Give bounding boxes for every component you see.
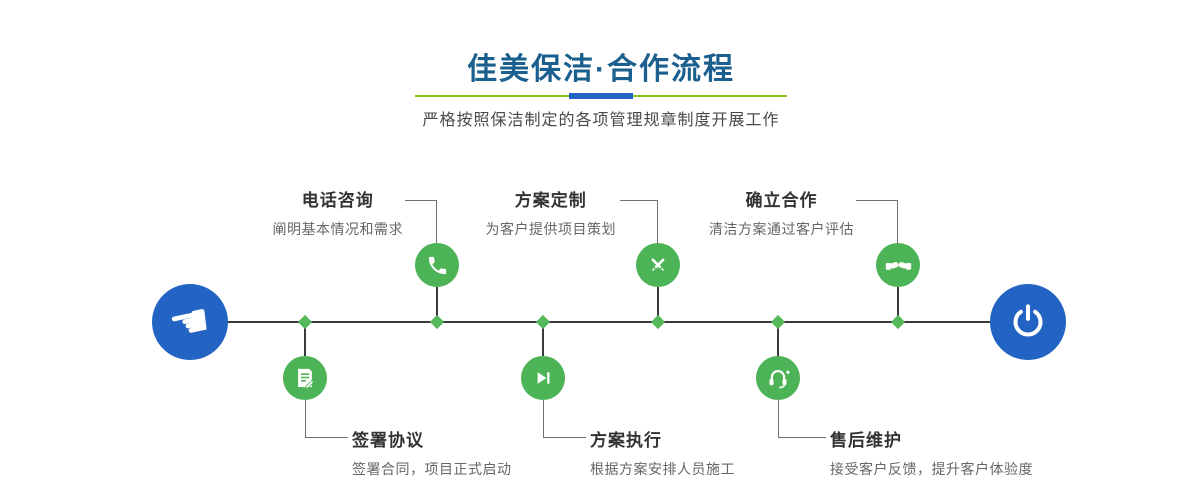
play-execute-icon (537, 372, 550, 384)
timeline-diamond (890, 314, 906, 330)
timeline-diamond (535, 314, 551, 330)
title-divider (415, 92, 787, 100)
power-icon (1013, 304, 1043, 337)
label-connector (856, 200, 898, 244)
start-node: ☚ (152, 284, 228, 360)
contract-icon (298, 368, 315, 389)
label-connector (620, 200, 658, 244)
step-after-sales: 售后维护 接受客户反馈，提升客户体验度 (830, 426, 1033, 479)
node-phone-consult (415, 243, 459, 287)
node-plan-execution (521, 356, 565, 400)
step-desc: 签署合同，项目正式启动 (352, 461, 512, 477)
step-plan-execution: 方案执行 根据方案安排人员施工 (590, 426, 735, 479)
step-desc: 接受客户反馈，提升客户体验度 (830, 461, 1033, 477)
page-subtitle: 严格按照保洁制定的各项管理规章制度开展工作 (422, 112, 780, 129)
design-pens-icon (651, 258, 665, 272)
label-connector (305, 400, 348, 438)
node-establish-cooperation (876, 243, 920, 287)
timeline-line (190, 321, 1028, 323)
label-connector (405, 200, 437, 244)
step-establish-cooperation: 确立合作 清洁方案通过客户评估 (709, 186, 854, 239)
connector-line (542, 327, 544, 356)
label-connector (543, 400, 586, 438)
divider-blue-accent (569, 93, 633, 99)
node-after-sales (756, 356, 800, 400)
step-desc: 为客户提供项目策划 (485, 221, 616, 237)
step-title: 确立合作 (745, 191, 818, 210)
connector-line (657, 287, 659, 317)
timeline-diamond (770, 314, 786, 330)
step-title: 方案定制 (514, 191, 587, 210)
step-desc: 清洁方案通过客户评估 (709, 221, 854, 237)
handshake-icon (885, 261, 911, 270)
connector-line (304, 327, 306, 356)
step-title: 电话咨询 (301, 191, 374, 210)
step-title: 签署协议 (352, 431, 424, 450)
step-desc: 阐明基本情况和需求 (272, 221, 403, 237)
step-sign-agreement: 签署协议 签署合同，项目正式启动 (352, 426, 512, 479)
page-title: 佳美保洁·合作流程 (467, 53, 735, 86)
connector-line (897, 287, 899, 317)
timeline-diamond (429, 314, 445, 330)
node-plan-customize (636, 243, 680, 287)
timeline-diamond (650, 314, 666, 330)
connector-line (777, 327, 779, 356)
phone-icon (428, 256, 446, 274)
step-title: 售后维护 (830, 431, 902, 450)
step-phone-consult: 电话咨询 阐明基本情况和需求 (273, 186, 404, 239)
label-connector (778, 400, 826, 438)
pointing-hand-icon: ☚ (164, 291, 216, 353)
connector-line (436, 287, 438, 317)
timeline-diamond (297, 314, 313, 330)
node-sign-agreement (283, 356, 327, 400)
step-plan-customize: 方案定制 为客户提供项目策划 (486, 186, 617, 239)
headset-service-icon (769, 370, 790, 389)
end-node (990, 284, 1066, 360)
step-desc: 根据方案安排人员施工 (590, 461, 735, 477)
step-title: 方案执行 (590, 431, 662, 450)
